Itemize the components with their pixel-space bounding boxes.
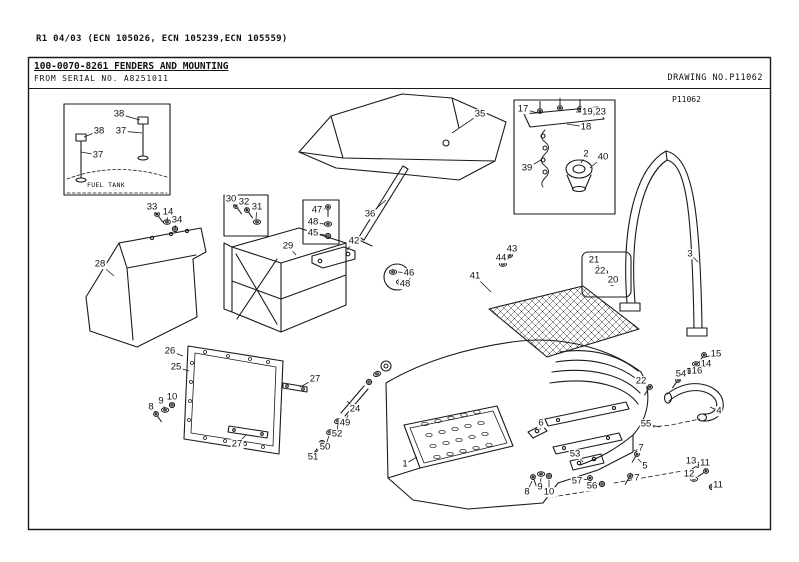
revision-line: R1 04/03 (ECN 105026, ECN 105239,ECN 105… [36,34,288,44]
figure-ref: P11062 [672,95,701,104]
drawing-sheet: 100-0070-8261 FENDERS AND MOUNTING FROM … [28,57,771,530]
fuel-tank-label: FUEL TANK [86,181,126,189]
serial-note: FROM SERIAL NO. A8251011 [34,74,169,83]
drawing-number: DRAWING NO.P11062 [667,73,763,83]
drawing-title: 100-0070-8261 FENDERS AND MOUNTING [34,61,229,72]
